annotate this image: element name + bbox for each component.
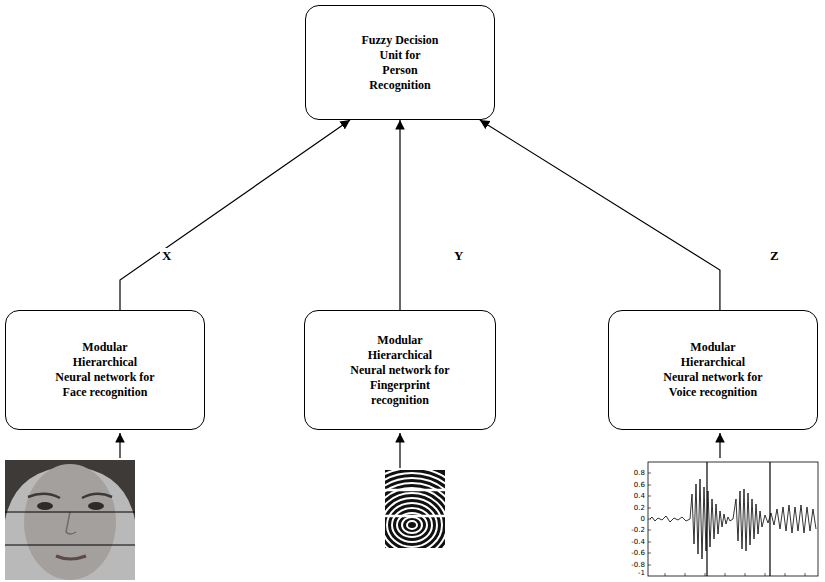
plot-frame: [648, 462, 818, 576]
axis-value: -0.8: [625, 561, 645, 569]
mouth: [56, 556, 86, 559]
edge-label: X: [160, 248, 173, 263]
face-photo: [5, 460, 135, 580]
input-arrow: [119, 433, 120, 458]
segment-marker: [706, 462, 707, 576]
box-label: Fuzzy Decision Unit for Person Recogniti…: [361, 33, 439, 93]
process-box: Modular Hierarchical Neural network for …: [304, 310, 496, 430]
nose: [66, 512, 76, 534]
voice-waveform: [648, 462, 818, 576]
process-box: Modular Hierarchical Neural network for …: [608, 310, 818, 430]
axis-value: -0.2: [625, 526, 645, 534]
eyebrow: [82, 494, 112, 498]
edge-label: Z: [768, 248, 781, 263]
input-arrow: [719, 433, 720, 458]
section-line: [5, 545, 135, 546]
axis-ticks: [648, 473, 805, 576]
axis-value: 0.4: [625, 492, 645, 500]
axis-value: -0.4: [625, 538, 645, 546]
process-box: Modular Hierarchical Neural network for …: [5, 310, 205, 430]
section-line: [385, 515, 445, 518]
connector-arrow: [480, 120, 720, 310]
process-box: Fuzzy Decision Unit for Person Recogniti…: [305, 5, 495, 120]
axis-value: 0.6: [625, 481, 645, 489]
box-label: Modular Hierarchical Neural network for …: [350, 333, 450, 408]
connector-arrow: [120, 120, 350, 310]
edge-label: Y: [452, 248, 465, 263]
axis-value: -0.6: [625, 549, 645, 557]
axis-value: 0: [625, 515, 645, 523]
eye: [88, 502, 104, 510]
axis-value: 0.8: [625, 469, 645, 477]
face-skin: [24, 464, 116, 580]
box-label: Modular Hierarchical Neural network for …: [663, 340, 763, 400]
eyebrow: [28, 494, 60, 498]
section-line: [385, 489, 445, 492]
box-label: Modular Hierarchical Neural network for …: [55, 340, 155, 400]
fingerprint-image: [352, 468, 472, 582]
axis-value: -1: [625, 569, 645, 577]
segment-marker: [769, 462, 770, 576]
axis-value: 0.2: [625, 504, 645, 512]
waveform-trace: [650, 479, 816, 559]
photo-ground: [5, 460, 135, 580]
section-line: [5, 512, 135, 513]
input-arrow: [399, 433, 400, 468]
connector-arrow: [399, 120, 400, 310]
eye: [37, 502, 53, 510]
